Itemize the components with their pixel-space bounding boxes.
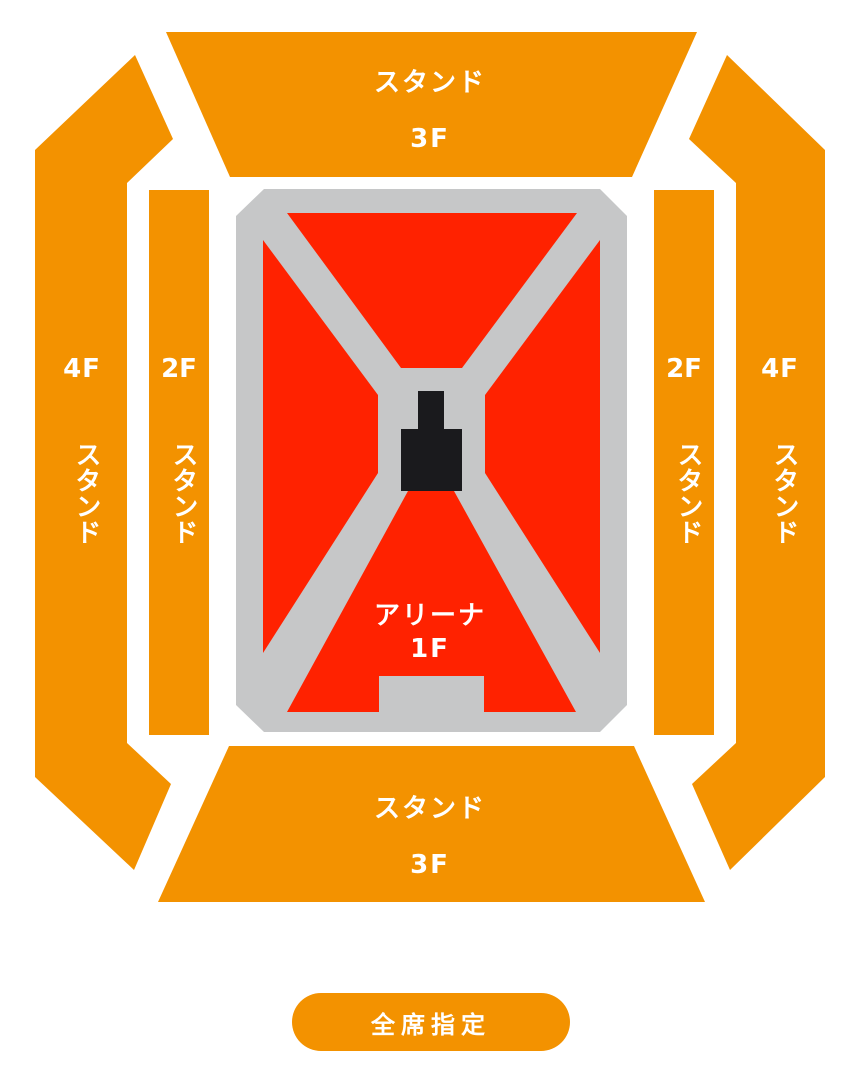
section-arena-1f[interactable] [263,213,600,712]
section-top-stand-3f[interactable] [166,32,697,177]
all-reserved-seating-badge[interactable]: 全席指定 [292,993,570,1051]
left-outer-floor: 4F [63,354,101,384]
right-outer-label: スタンド [769,441,799,545]
bottom-stand-label: スタンド [373,794,486,824]
section-right-stand-4f[interactable] [689,55,825,870]
section-bottom-stand-3f[interactable] [158,746,705,902]
top-stand-label: スタンド [373,68,486,98]
section-left-stand-2f[interactable] [149,190,209,735]
left-outer-label: スタンド [71,441,101,545]
stage-icon [401,391,462,491]
bottom-stand-floor: 3F [410,850,450,880]
left-inner-floor: 2F [161,354,197,384]
right-inner-floor: 2F [666,354,702,384]
arena-floor-label: 1F [410,634,450,664]
right-outer-floor: 4F [761,354,799,384]
right-inner-label: スタンド [673,441,703,545]
section-left-stand-4f[interactable] [35,55,173,870]
arena-label: アリーナ [373,601,486,631]
section-right-stand-2f[interactable] [654,190,714,735]
left-inner-label: スタンド [168,441,198,545]
top-stand-floor: 3F [410,124,450,154]
all-reserved-seating-label: 全席指定 [371,1010,491,1039]
